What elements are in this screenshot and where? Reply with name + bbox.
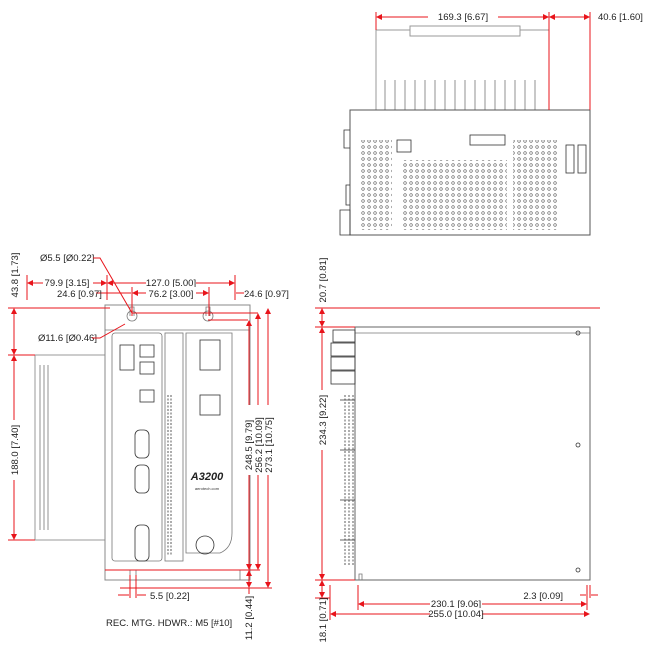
side-bottom-dimension: 18.1 [0.71] <box>318 598 329 643</box>
vent-area <box>360 140 392 230</box>
top-depth-dimension: 40.6 [1.60] <box>598 12 643 23</box>
heatsink-height-dimension: 188.0 [7.40] <box>10 425 21 475</box>
vent-area <box>402 160 507 230</box>
terminal-strip <box>164 332 184 562</box>
side-top-dimension: 20.7 [0.81] <box>318 258 329 303</box>
heatsink-top <box>375 29 550 111</box>
a3200-logo: A3200 <box>190 471 224 483</box>
top-offset-dimension: 43.8 [1.73] <box>10 253 21 298</box>
overall-depth-dimension: 255.0 [10.04] <box>428 609 483 620</box>
small-hole-callout: Ø5.5 [Ø0.22] <box>40 253 94 264</box>
heatsink-side <box>34 354 106 541</box>
db-connector <box>134 429 150 459</box>
right-edge-dimension: 24.6 [0.97] <box>244 289 289 300</box>
mounting-hardware-note: REC. MTG. HDWR.: M5 [#10] <box>106 618 232 629</box>
chassis-front <box>104 304 251 581</box>
body-depth-dimension: 230.1 [9.06] <box>431 599 481 610</box>
side-connectors <box>330 329 356 565</box>
brand-url: aerotech.com <box>195 486 220 491</box>
overall-width-dimension: 127.0 [5.00] <box>146 278 196 289</box>
hole-spacing-dimension: 76.2 [3.00] <box>149 289 194 300</box>
top-width-dimension: 169.3 [6.67] <box>438 12 488 23</box>
slot-height-dimension: 11.2 [0.44] <box>244 596 255 640</box>
left-offset-dimension: 79.9 [3.15] <box>45 278 90 289</box>
overall-height-dimension: 273.1 [10.75] <box>264 417 275 472</box>
chassis-side <box>354 326 591 581</box>
large-hole-callout: Ø11.6 [Ø0.46] <box>38 333 97 344</box>
left-edge-dimension: 24.6 [0.97] <box>57 289 102 300</box>
dip-switch-bank <box>469 134 506 146</box>
slot-width-dimension: 5.5 [0.22] <box>150 591 190 602</box>
keyhole-slot <box>202 306 214 322</box>
side-body-height-dimension: 234.3 [9.22] <box>318 395 329 445</box>
connector-panel <box>111 332 163 562</box>
side-view: 20.7 [0.81] 234.3 [9.22] 18.1 [0.71] 2.3… <box>315 258 600 643</box>
cover-panel <box>185 332 233 554</box>
top-view: 169.3 [6.67] 40.6 [1.60] <box>339 11 643 236</box>
rotary-switch <box>195 535 215 555</box>
dip-switch <box>396 139 412 153</box>
hole-to-bottom-dimension: 256.2 [10.09] <box>254 417 265 472</box>
heatsink-fins <box>384 25 536 110</box>
hole-to-slot-dimension: 248.5 [9.79] <box>244 420 255 470</box>
right-offset-dimension: 2.3 [0.09] <box>523 591 563 602</box>
vent-area <box>513 140 558 230</box>
db-connector <box>134 524 150 562</box>
db-connector <box>134 464 150 494</box>
front-view: A3200 aerotech.com 79.9 [3.15] 127.0 [5.… <box>8 253 289 640</box>
